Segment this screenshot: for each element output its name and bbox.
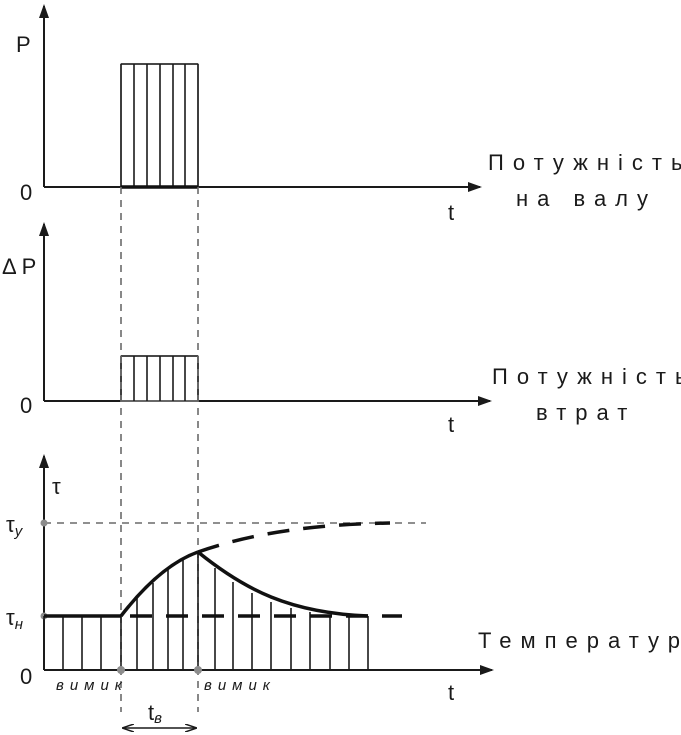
power-pulse [120,63,199,189]
losses-caption-line1: Потужність [492,364,681,389]
switch-off-point [194,666,202,674]
off-label-left: вимик [56,677,128,694]
temperature-y-label: τ [52,474,61,499]
power-caption-line1: Потужність [488,150,681,175]
tau-n-label: τн [6,605,23,633]
power-y-label: P [16,32,31,57]
heating-continuation [197,521,391,554]
losses-caption-line2: втрат [536,400,636,425]
tau-y-marker [40,519,48,527]
power-x-label: t [448,200,454,225]
temperature-x-label: t [448,680,454,705]
interval-label: tв [148,700,162,727]
temperature-panel: τ τу τн [6,454,681,728]
tau-y-label: τу [6,512,24,540]
temperature-hatching [43,552,369,670]
cooling-curve [196,550,369,618]
heating-curve [119,550,199,618]
losses-x-label: t [448,412,454,437]
off-label-right: вимик [204,677,276,694]
power-caption-line2: на валу [516,186,657,211]
losses-pulse [120,355,199,402]
temperature-origin-label: 0 [20,664,32,689]
losses-origin-label: 0 [20,393,32,418]
losses-panel: Δ P 0 t Потужність втрат [2,222,681,437]
power-origin-label: 0 [20,180,32,205]
temperature-caption: Температура [478,628,681,653]
power-panel: P 0 t Потужність на валу [16,4,681,225]
switch-on-point [117,666,125,674]
losses-y-label: Δ P [2,254,36,279]
